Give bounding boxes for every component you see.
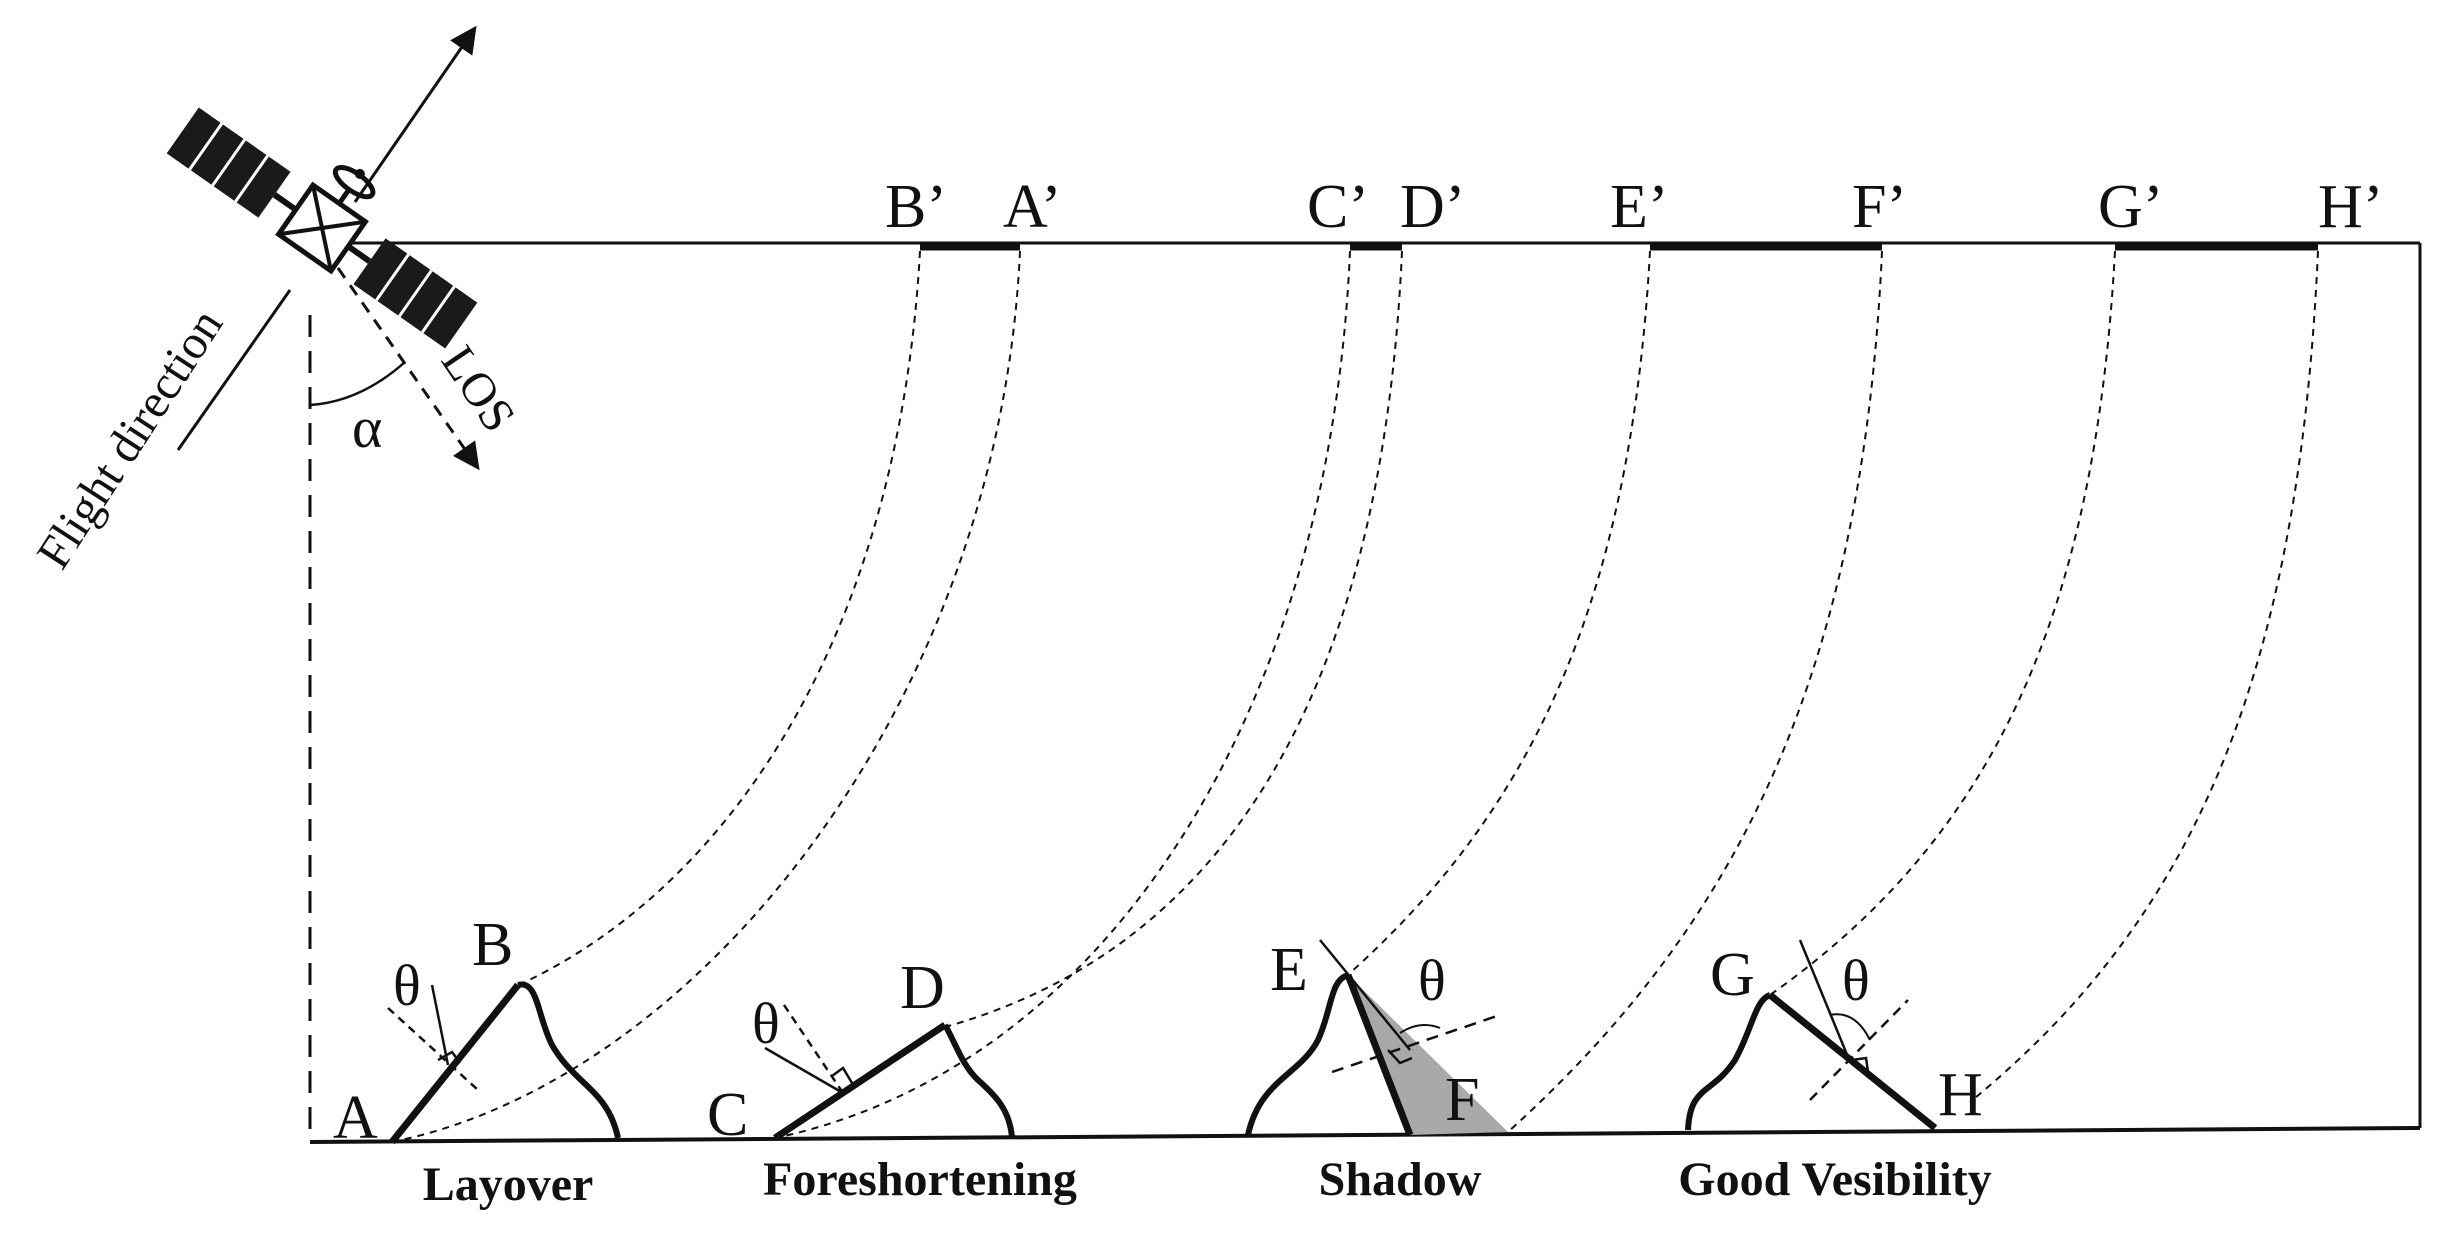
theta-good-visibility: θ [1842, 948, 1870, 1013]
good-visibility-theta-arc [1829, 1013, 1871, 1041]
label-e-prime: E’ [1610, 173, 1669, 241]
flight-direction-label: Flight direction [27, 300, 233, 578]
label-a: A [333, 1084, 378, 1152]
label-h-prime: H’ [2318, 173, 2383, 241]
label-h: H [1938, 1061, 1983, 1129]
label-d: D [900, 954, 945, 1022]
label-c-prime: C’ [1307, 173, 1369, 241]
shadow-area [1348, 975, 1508, 1135]
alpha-arc [309, 361, 406, 407]
range-arc-c [774, 250, 1351, 1139]
shadow-theta-arc [1399, 1023, 1441, 1034]
foreshortening-right-angle [831, 1066, 854, 1084]
label-c: C [707, 1081, 748, 1149]
shadow-mountain [1245, 939, 1508, 1137]
caption-foreshortening: Foreshortening [763, 1153, 1077, 1206]
los-label: LOS [431, 337, 526, 442]
shadow-normal [1331, 1013, 1501, 1074]
good-visibility-normal [1809, 999, 1909, 1101]
good-visibility-right-angle [1851, 1056, 1870, 1073]
label-g-prime: G’ [2098, 173, 2163, 241]
shadow-incidence [1319, 939, 1411, 1051]
good-visibility-mountain [1685, 939, 1938, 1131]
alpha-label: α [352, 395, 382, 460]
label-b: B [472, 911, 513, 979]
label-b-prime: B’ [885, 173, 947, 241]
foreshortening-incidence [764, 1046, 844, 1095]
range-arc-b [522, 250, 921, 984]
label-f-prime: F’ [1852, 173, 1907, 241]
flight-direction-line [176, 289, 292, 451]
range-arc-d [944, 250, 1403, 1028]
caption-good-visibility: Good Vesibility [1678, 1153, 1991, 1206]
caption-layover: Layover [423, 1158, 594, 1211]
label-g: G [1710, 941, 1755, 1009]
theta-layover: θ [393, 953, 421, 1018]
range-arc-a [391, 250, 1021, 1143]
ground-line [309, 1126, 2421, 1144]
label-e: E [1270, 936, 1308, 1004]
label-a-prime: A’ [1003, 173, 1062, 241]
satellite-icon [166, 107, 478, 349]
range-arc-e [1349, 250, 1651, 974]
foreshortening-mountain [764, 1001, 1015, 1141]
flight-direction-arrow [353, 25, 477, 203]
range-arc-h [1969, 250, 2319, 1103]
range-arc-f [1507, 250, 1883, 1133]
theta-shadow: θ [1418, 948, 1446, 1013]
caption-shadow: Shadow [1319, 1153, 1482, 1206]
shadow-right-angle [1387, 1049, 1413, 1065]
good-visibility-incidence [1798, 939, 1852, 1063]
theta-foreshortening: θ [752, 991, 780, 1056]
foreshortening-normal [780, 1001, 845, 1094]
layover-mountain [387, 981, 621, 1145]
layover-normal [430, 984, 450, 1066]
label-d-prime: D’ [1400, 173, 1465, 241]
range-arc-g [1769, 250, 2116, 996]
label-f: F [1445, 1066, 1479, 1134]
layover-incidence [387, 1007, 479, 1091]
layover-right-angle [437, 1050, 462, 1064]
